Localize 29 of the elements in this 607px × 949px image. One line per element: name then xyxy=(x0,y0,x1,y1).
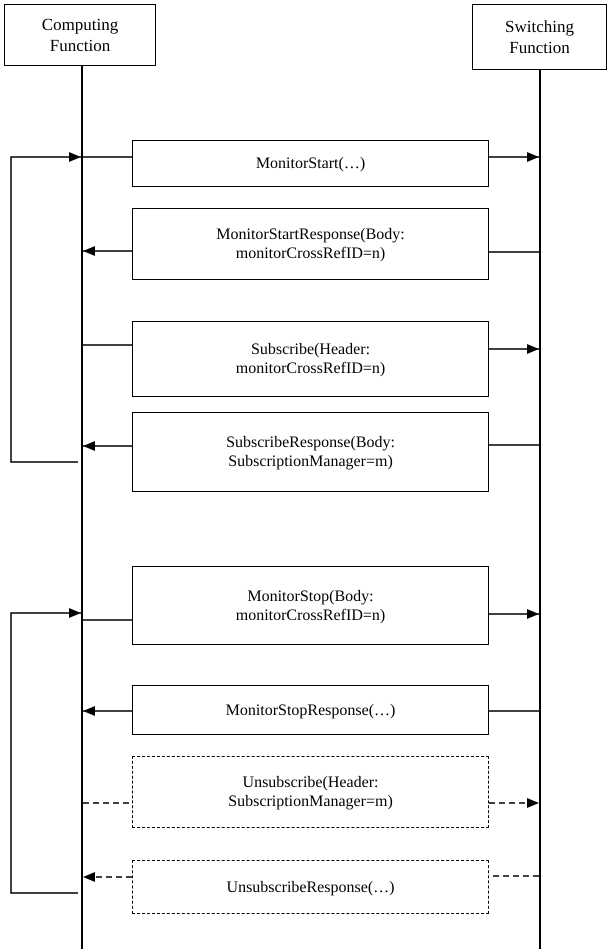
connector-line xyxy=(489,710,539,712)
connector-line xyxy=(83,344,132,346)
arrow xyxy=(83,441,132,451)
participant-box: Computing Function xyxy=(4,4,156,66)
message-box: MonitorStart(…) xyxy=(132,140,489,187)
arrow xyxy=(489,344,539,354)
arrow xyxy=(489,152,539,162)
message-box: MonitorStartResponse(Body: monitorCrossRefID=n) xyxy=(132,208,489,280)
message-box: Unsubscribe(Header: SubscriptionManager=m) xyxy=(132,756,489,828)
connector-line xyxy=(83,802,132,804)
arrow xyxy=(83,246,132,256)
arrow xyxy=(83,872,132,882)
arrow xyxy=(83,706,132,716)
message-box: MonitorStop(Body: monitorCrossRefID=n) xyxy=(132,566,489,645)
message-box: SubscribeResponse(Body: SubscriptionManager=m) xyxy=(132,412,489,492)
message-box: UnsubscribeResponse(…) xyxy=(132,860,489,914)
message-box: Subscribe(Header: monitorCrossRefID=n) xyxy=(132,321,489,397)
connector-line xyxy=(489,251,539,253)
lifeline xyxy=(81,66,83,949)
lifeline xyxy=(539,70,541,949)
loop-arrow xyxy=(10,152,81,463)
message-box: MonitorStopResponse(…) xyxy=(132,685,489,735)
participant-box: Switching Function xyxy=(472,4,607,70)
connector-line xyxy=(489,444,539,446)
loop-arrow xyxy=(10,608,81,894)
connector-line xyxy=(83,156,132,158)
arrow xyxy=(489,798,539,808)
arrow xyxy=(489,609,539,619)
connector-line xyxy=(83,619,132,621)
